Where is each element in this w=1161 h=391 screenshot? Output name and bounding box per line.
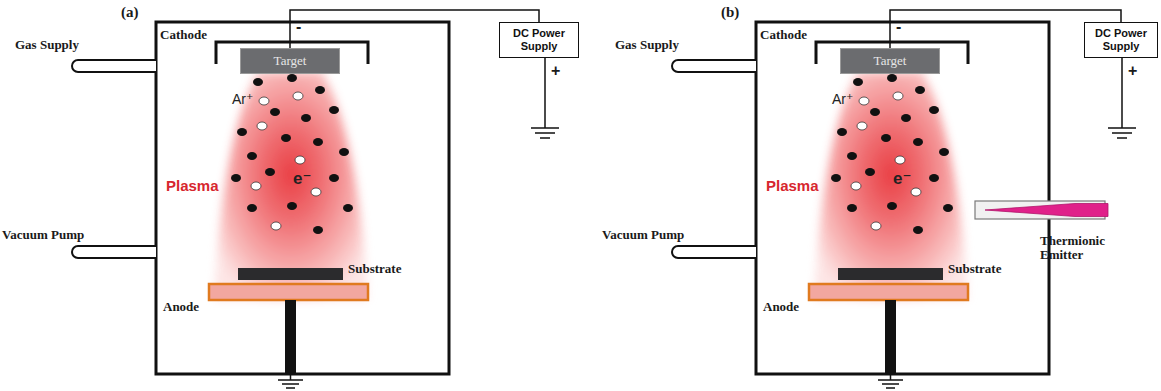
panel-label: (a)	[121, 4, 139, 21]
part-label: Substrate	[948, 262, 1001, 276]
target-plate: Target	[240, 48, 340, 74]
port-label: Vacuum Pump	[602, 228, 684, 242]
target-plate: Target	[840, 48, 940, 74]
box-text: Target	[874, 53, 907, 69]
box-text: DC Power Supply	[1089, 27, 1153, 52]
polarity-sign: -	[296, 18, 301, 36]
power-supply-box: DC Power Supply	[1084, 22, 1158, 58]
electrode-label: Anode	[763, 300, 799, 314]
plasma-label: Plasma	[166, 178, 219, 195]
polarity-sign: +	[1128, 62, 1137, 80]
port-label: Vacuum Pump	[2, 228, 84, 242]
ion-label: Ar⁺	[232, 92, 253, 107]
electrode-label: Cathode	[760, 28, 807, 42]
port-label: Gas Supply	[615, 38, 679, 52]
polarity-sign: +	[551, 62, 560, 80]
box-text: Target	[274, 53, 307, 69]
box-text: DC Power Supply	[504, 27, 574, 52]
polarity-sign: -	[896, 18, 901, 36]
emitter-label: Thermionic Emitter	[1040, 234, 1118, 263]
electrode-label: Cathode	[160, 28, 207, 42]
electrode-label: Anode	[163, 300, 199, 314]
power-supply-box: DC Power Supply	[499, 22, 579, 58]
electron-label: e⁻	[293, 170, 311, 189]
chamber-a	[72, 22, 449, 388]
plasma-label: Plasma	[766, 178, 819, 195]
port-label: Gas Supply	[15, 38, 79, 52]
part-label: Substrate	[348, 262, 401, 276]
panel-label: (b)	[721, 4, 739, 21]
thermionic-emitter	[975, 201, 1108, 219]
electron-label: e⁻	[893, 170, 911, 189]
ion-label: Ar⁺	[832, 92, 853, 107]
